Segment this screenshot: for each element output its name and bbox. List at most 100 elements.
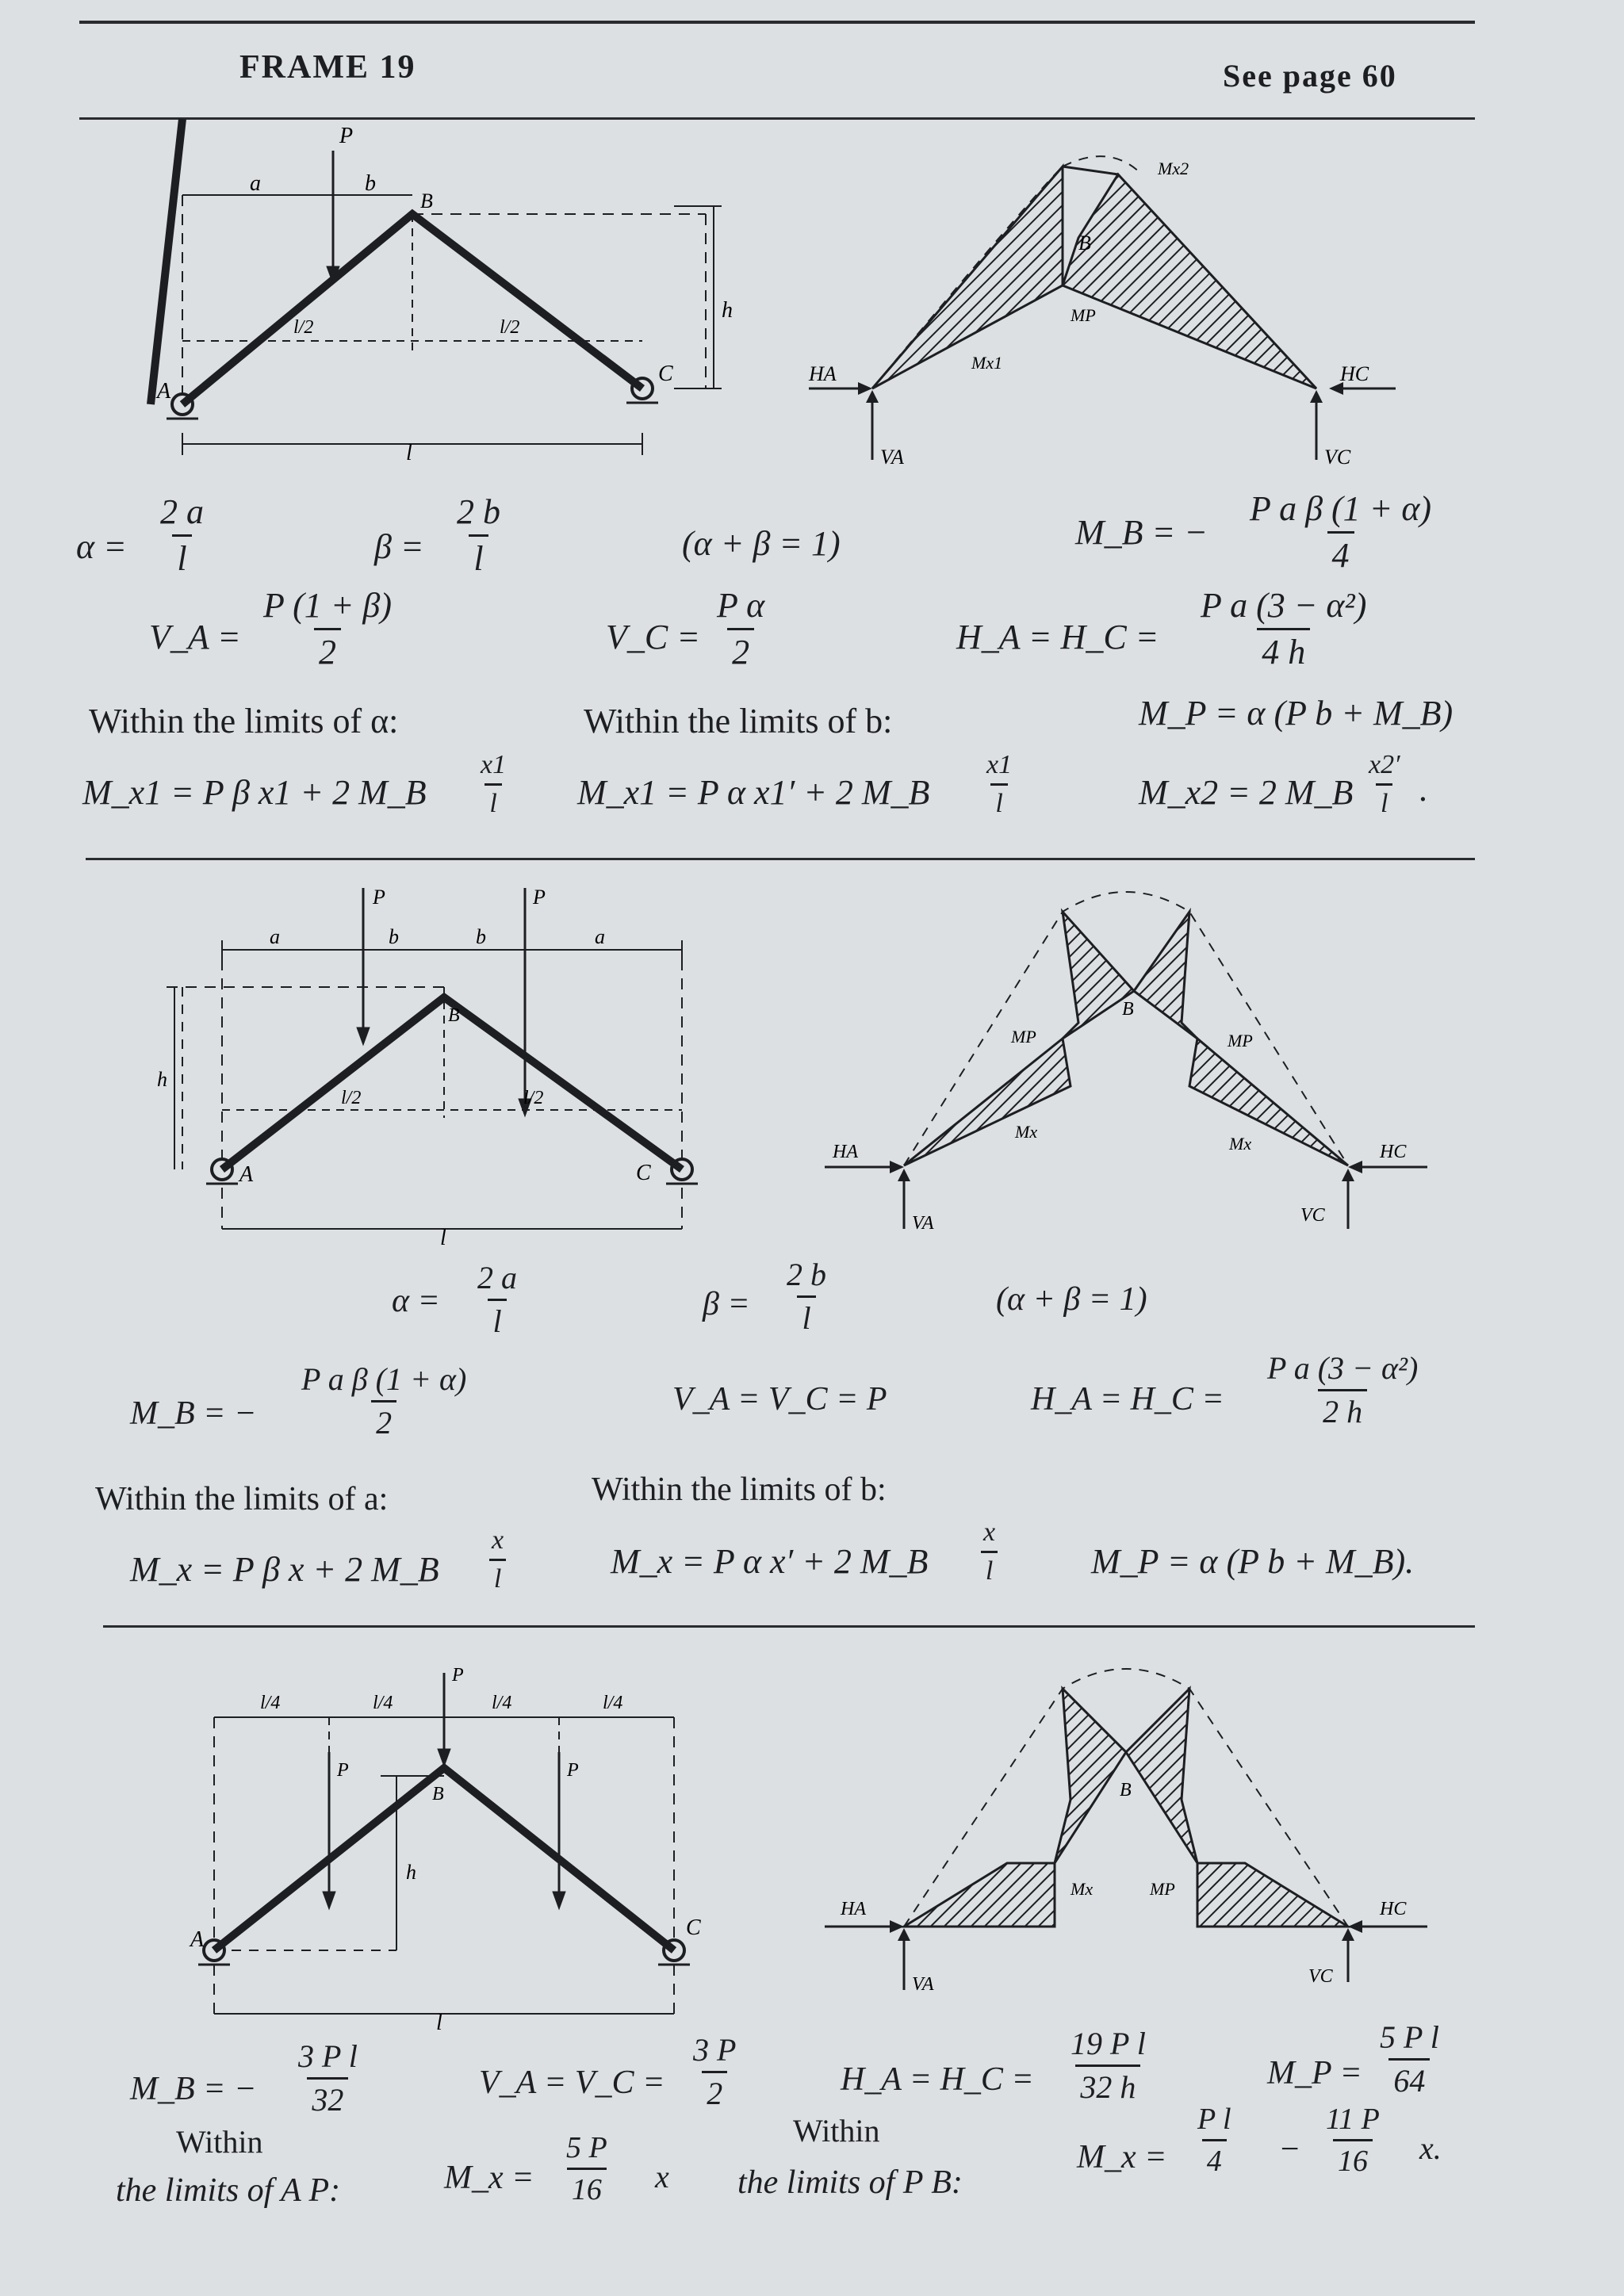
svg-text:Mx1: Mx1 [971,353,1002,373]
svg-text:A: A [238,1162,254,1187]
svg-text:B: B [1120,1780,1132,1800]
c3-mx-pb-lhs: M_x = [1077,2139,1167,2175]
svg-text:VA: VA [880,446,904,469]
c3-v-lhs: V_A = V_C = [479,2064,665,2101]
mp-formula: M_P = α (P b + M_B) [1139,694,1454,733]
svg-text:B: B [432,1784,444,1804]
svg-text:VC: VC [1308,1966,1334,1987]
c3-mp-lhs: M_P = [1267,2055,1362,2091]
svg-text:P: P [532,886,546,909]
mx2-lhs: M_x2 = 2 M_B [1139,773,1354,812]
svg-text:a: a [250,171,261,196]
mb-lhs: M_B = − [1075,513,1208,552]
svg-text:VC: VC [1300,1205,1326,1226]
mx2-period: . [1419,770,1428,809]
case1-frame-diagram: a b P B A C h l l/2 l/2 [147,118,733,465]
c3-mb-lhs: M_B = − [130,2071,257,2107]
svg-text:P: P [336,1760,349,1781]
c2-h-lhs: H_A = H_C = [1031,1381,1224,1418]
svg-text:HA: HA [840,1899,866,1919]
svg-text:P: P [451,1665,464,1686]
svg-text:P: P [566,1760,579,1781]
svg-text:C: C [686,1915,701,1940]
svg-text:A: A [155,379,171,404]
section-divider-1 [86,858,1475,860]
h-lhs: H_A = H_C = [956,618,1159,656]
svg-text:Mx2: Mx2 [1157,159,1189,178]
c2-mb-lhs: M_B = − [130,1395,257,1432]
svg-text:l/4: l/4 [603,1693,622,1713]
svg-text:P: P [372,886,385,909]
svg-text:l/2: l/2 [500,317,519,338]
mx1-a-lhs: M_x1 = P β x1 + 2 M_B [82,773,427,812]
svg-text:l/4: l/4 [373,1693,393,1713]
case3-moment-diagram: HA HC VA VC B Mx MP [825,1668,1427,1995]
c2-h-fraction: P a (3 − α²)2 h [1267,1350,1419,1429]
c3-within-ap: Within [176,2124,263,2160]
c2-mx-a-lhs: M_x = P β x + 2 M_B [130,1550,439,1589]
c2-mx-b-lhs: M_x = P α x′ + 2 M_B [611,1542,929,1581]
case3-frame-diagram: l/4 l/4 l/4 l/4 P P P B A C h l [189,1665,701,2035]
svg-text:a: a [595,925,605,948]
mx2-fraction: x2′l [1369,750,1400,818]
alpha-beta-sum: (α + β = 1) [682,524,841,563]
svg-text:C: C [658,362,673,386]
svg-text:B: B [1078,232,1091,254]
top-border [79,21,1475,24]
svg-text:MP: MP [1149,1879,1175,1899]
svg-text:B: B [1122,999,1134,1020]
case2-frame-diagram: a b b a P P B A C h l l/2 l/2 [157,886,698,1250]
svg-text:HA: HA [808,362,837,385]
svg-text:Mx: Mx [1014,1122,1037,1142]
svg-text:HA: HA [832,1142,858,1162]
c2-beta-lhs: β = [703,1286,750,1322]
svg-text:P: P [339,124,353,148]
limits-of-b: Within the limits of b: [584,702,893,740]
svg-text:b: b [365,171,376,196]
c3-limits-of-ap: the limits of A P: [116,2172,341,2209]
svg-text:VA: VA [912,1213,934,1234]
c2-mb-fraction: P a β (1 + α)2 [301,1361,467,1441]
svg-text:l/2: l/2 [523,1088,543,1108]
header-rule [79,117,1475,120]
c3-mx-ap-lhs: M_x = [444,2160,534,2196]
case1-moment-diagram: HA HC VA VC B Mx1 Mx2 MP [808,155,1396,469]
svg-text:Mx: Mx [1228,1134,1251,1154]
c3-mx-pb-variable: x. [1419,2130,1442,2166]
vc-lhs: V_C = [606,618,700,656]
beta-lhs: β = [374,527,424,566]
c2-alpha-lhs: α = [392,1283,440,1319]
svg-text:l/2: l/2 [341,1088,361,1108]
c3-mx-ap-variable: x [655,2159,669,2195]
c2-v-formula: V_A = V_C = P [672,1381,887,1418]
case2-moment-diagram: HA HC VA VC B Mx Mx MP MP [825,891,1427,1234]
svg-text:HC: HC [1339,362,1369,385]
page-reference: See page 60 [1223,58,1397,94]
mb-fraction: P a β (1 + α)4 [1250,489,1432,575]
svg-text:Mx: Mx [1070,1879,1093,1899]
svg-text:h: h [157,1068,167,1091]
c3-h-lhs: H_A = H_C = [841,2061,1034,2098]
svg-text:l/4: l/4 [260,1693,280,1713]
svg-text:B: B [448,1005,460,1026]
svg-text:h: h [722,298,733,323]
svg-text:VC: VC [1324,446,1351,469]
frame-title: FRAME 19 [239,49,416,86]
svg-text:B: B [420,189,433,212]
alpha-lhs: α = [76,527,127,566]
limits-of-alpha: Within the limits of α: [89,702,399,740]
c2-limits-of-b: Within the limits of b: [592,1471,887,1508]
va-lhs: V_A = [149,618,241,656]
svg-text:a: a [270,925,280,948]
